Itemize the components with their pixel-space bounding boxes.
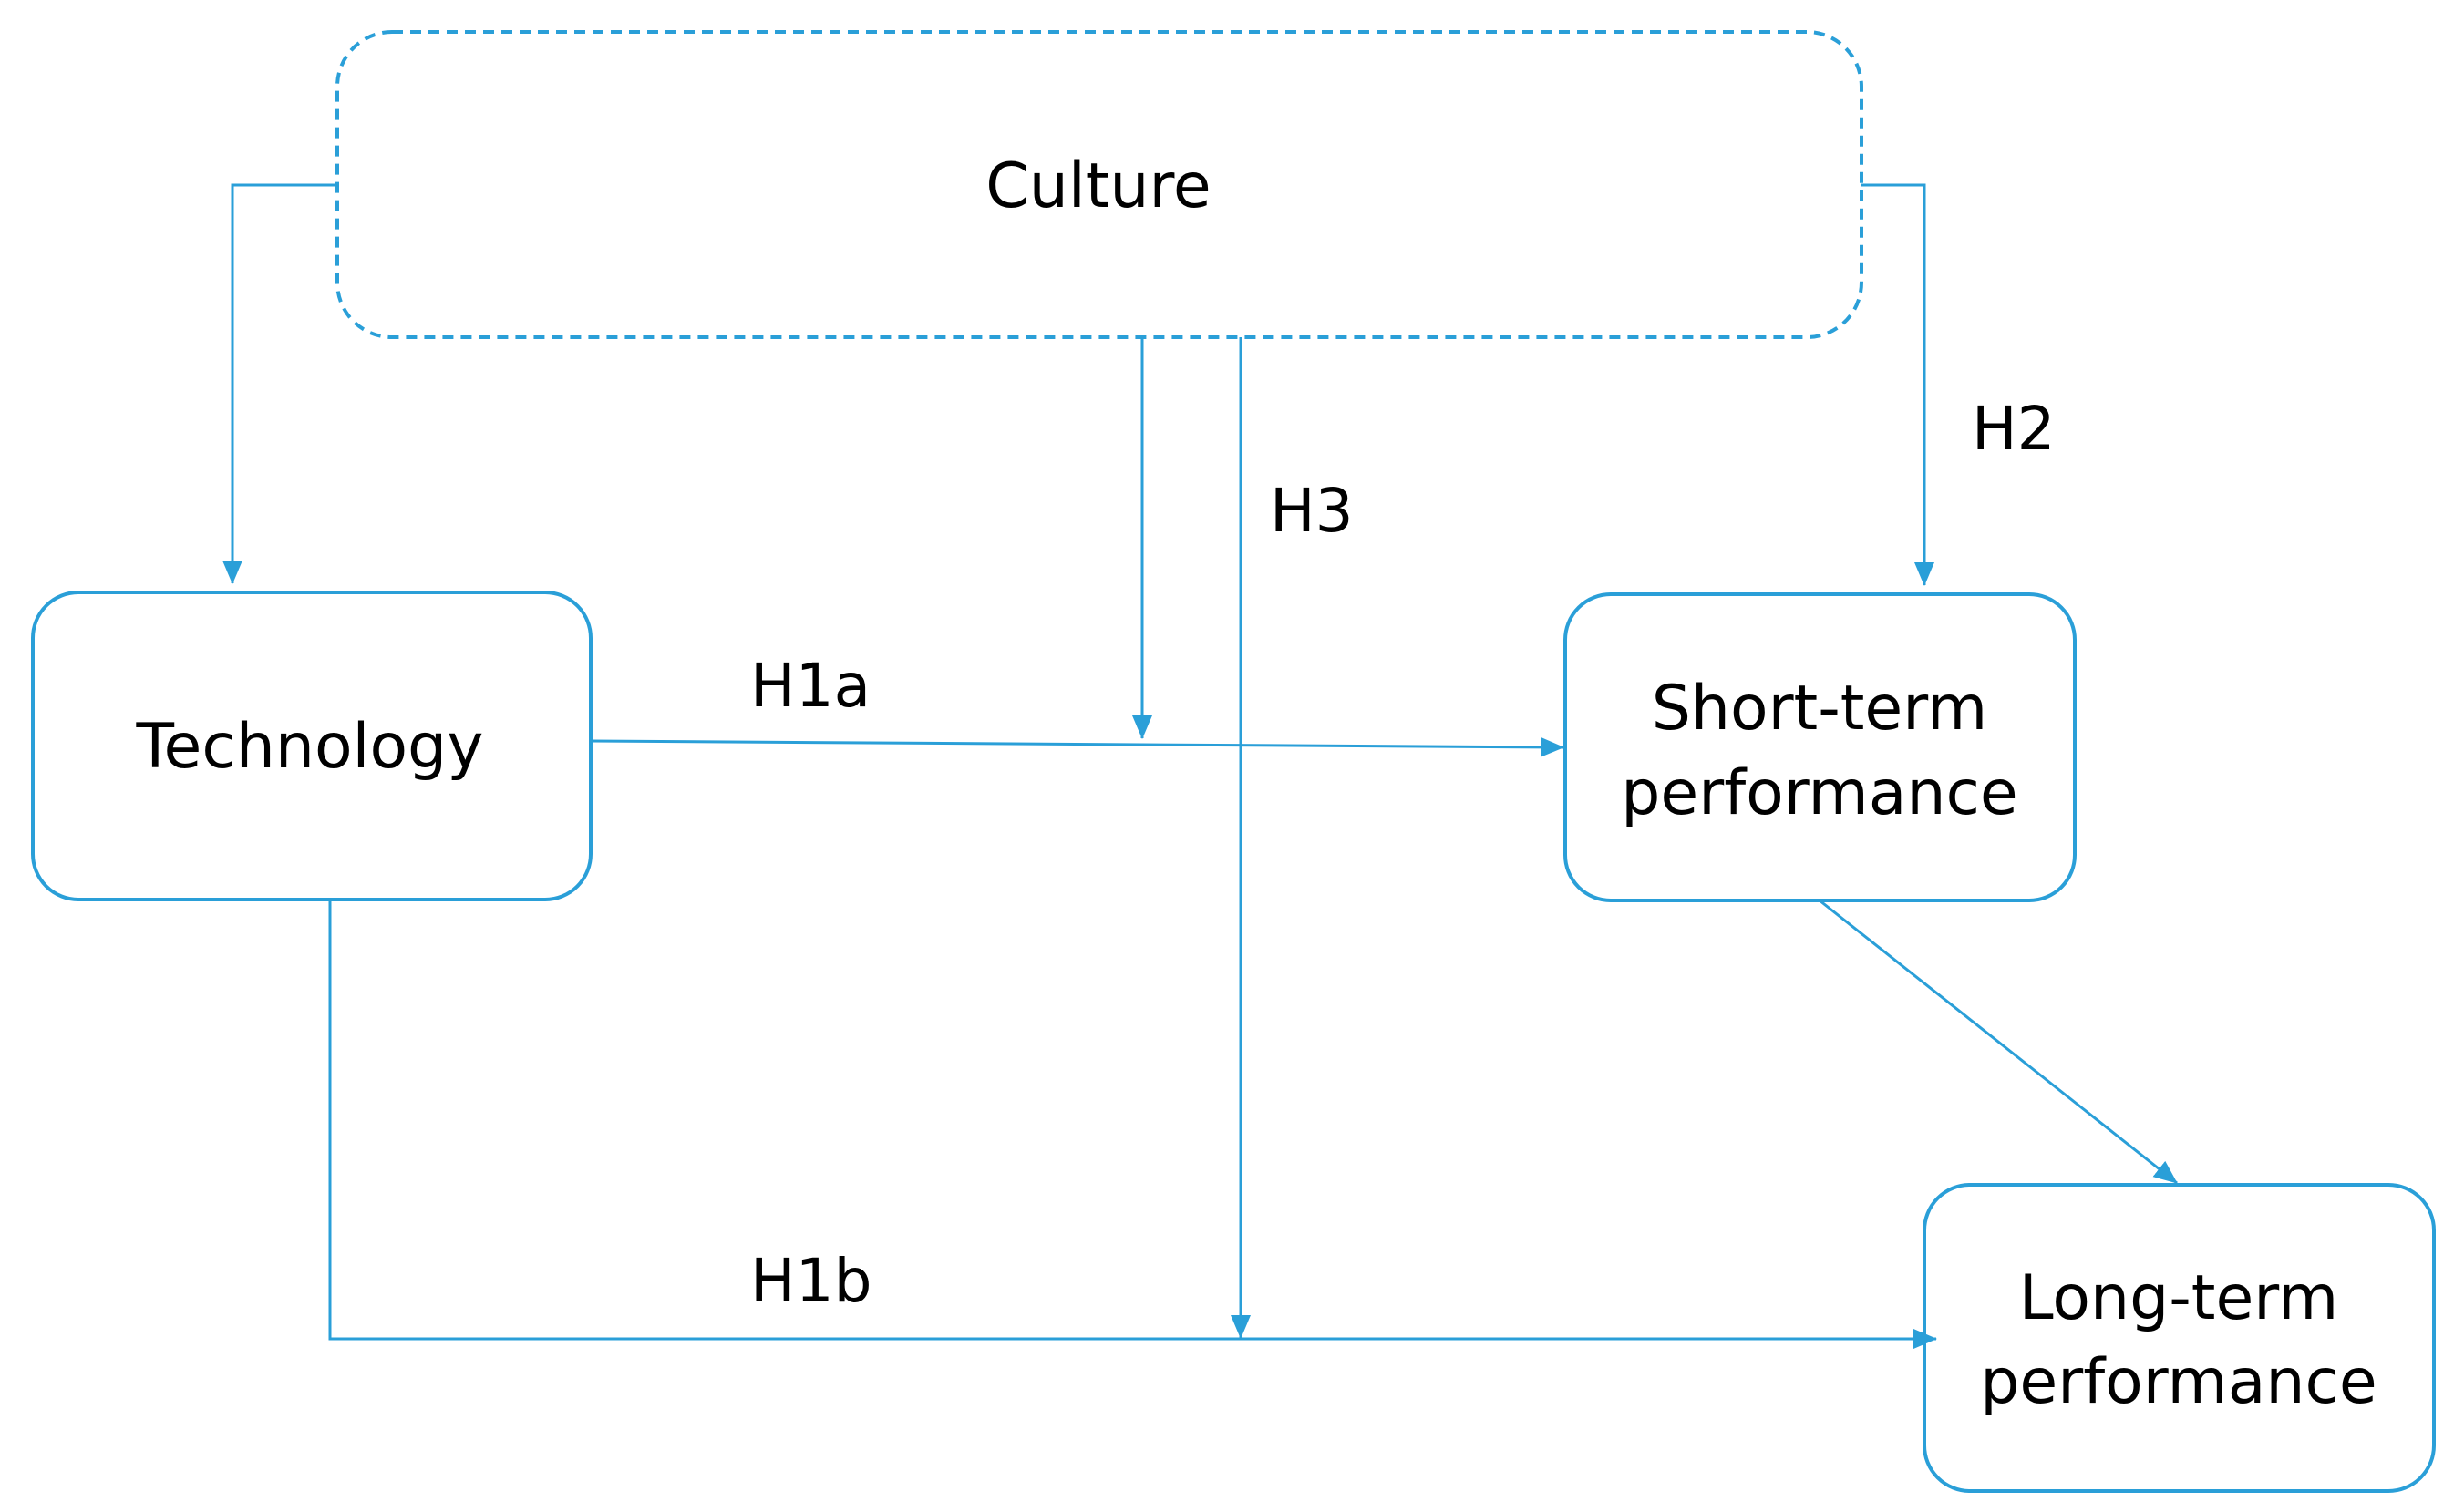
h2-arrow [1861,183,1934,586]
h3-label: H3 [1270,476,1354,546]
short-term-label-line2: performance [1621,757,2018,829]
h2-label: H2 [1972,394,2056,464]
long-term-label-line2: performance [1980,1346,2377,1418]
short-term-label-line1: Short-term [1652,673,1988,745]
h1b-arrow [328,900,1937,1349]
short-to-long-term-arrow [1819,899,2178,1185]
long-term-performance-box [1923,1183,2436,1493]
technology-label: Technology [136,711,484,783]
h1b-label: H1b [750,1246,872,1316]
culture-to-technology-arrow [222,183,337,584]
h1a-arrow [590,736,1564,757]
technology-box [31,591,593,901]
short-term-performance-box [1563,592,2077,902]
h1a-label: H1a [750,651,871,721]
culture-label: Culture [985,150,1212,222]
long-term-label-line1: Long-term [2019,1262,2339,1334]
